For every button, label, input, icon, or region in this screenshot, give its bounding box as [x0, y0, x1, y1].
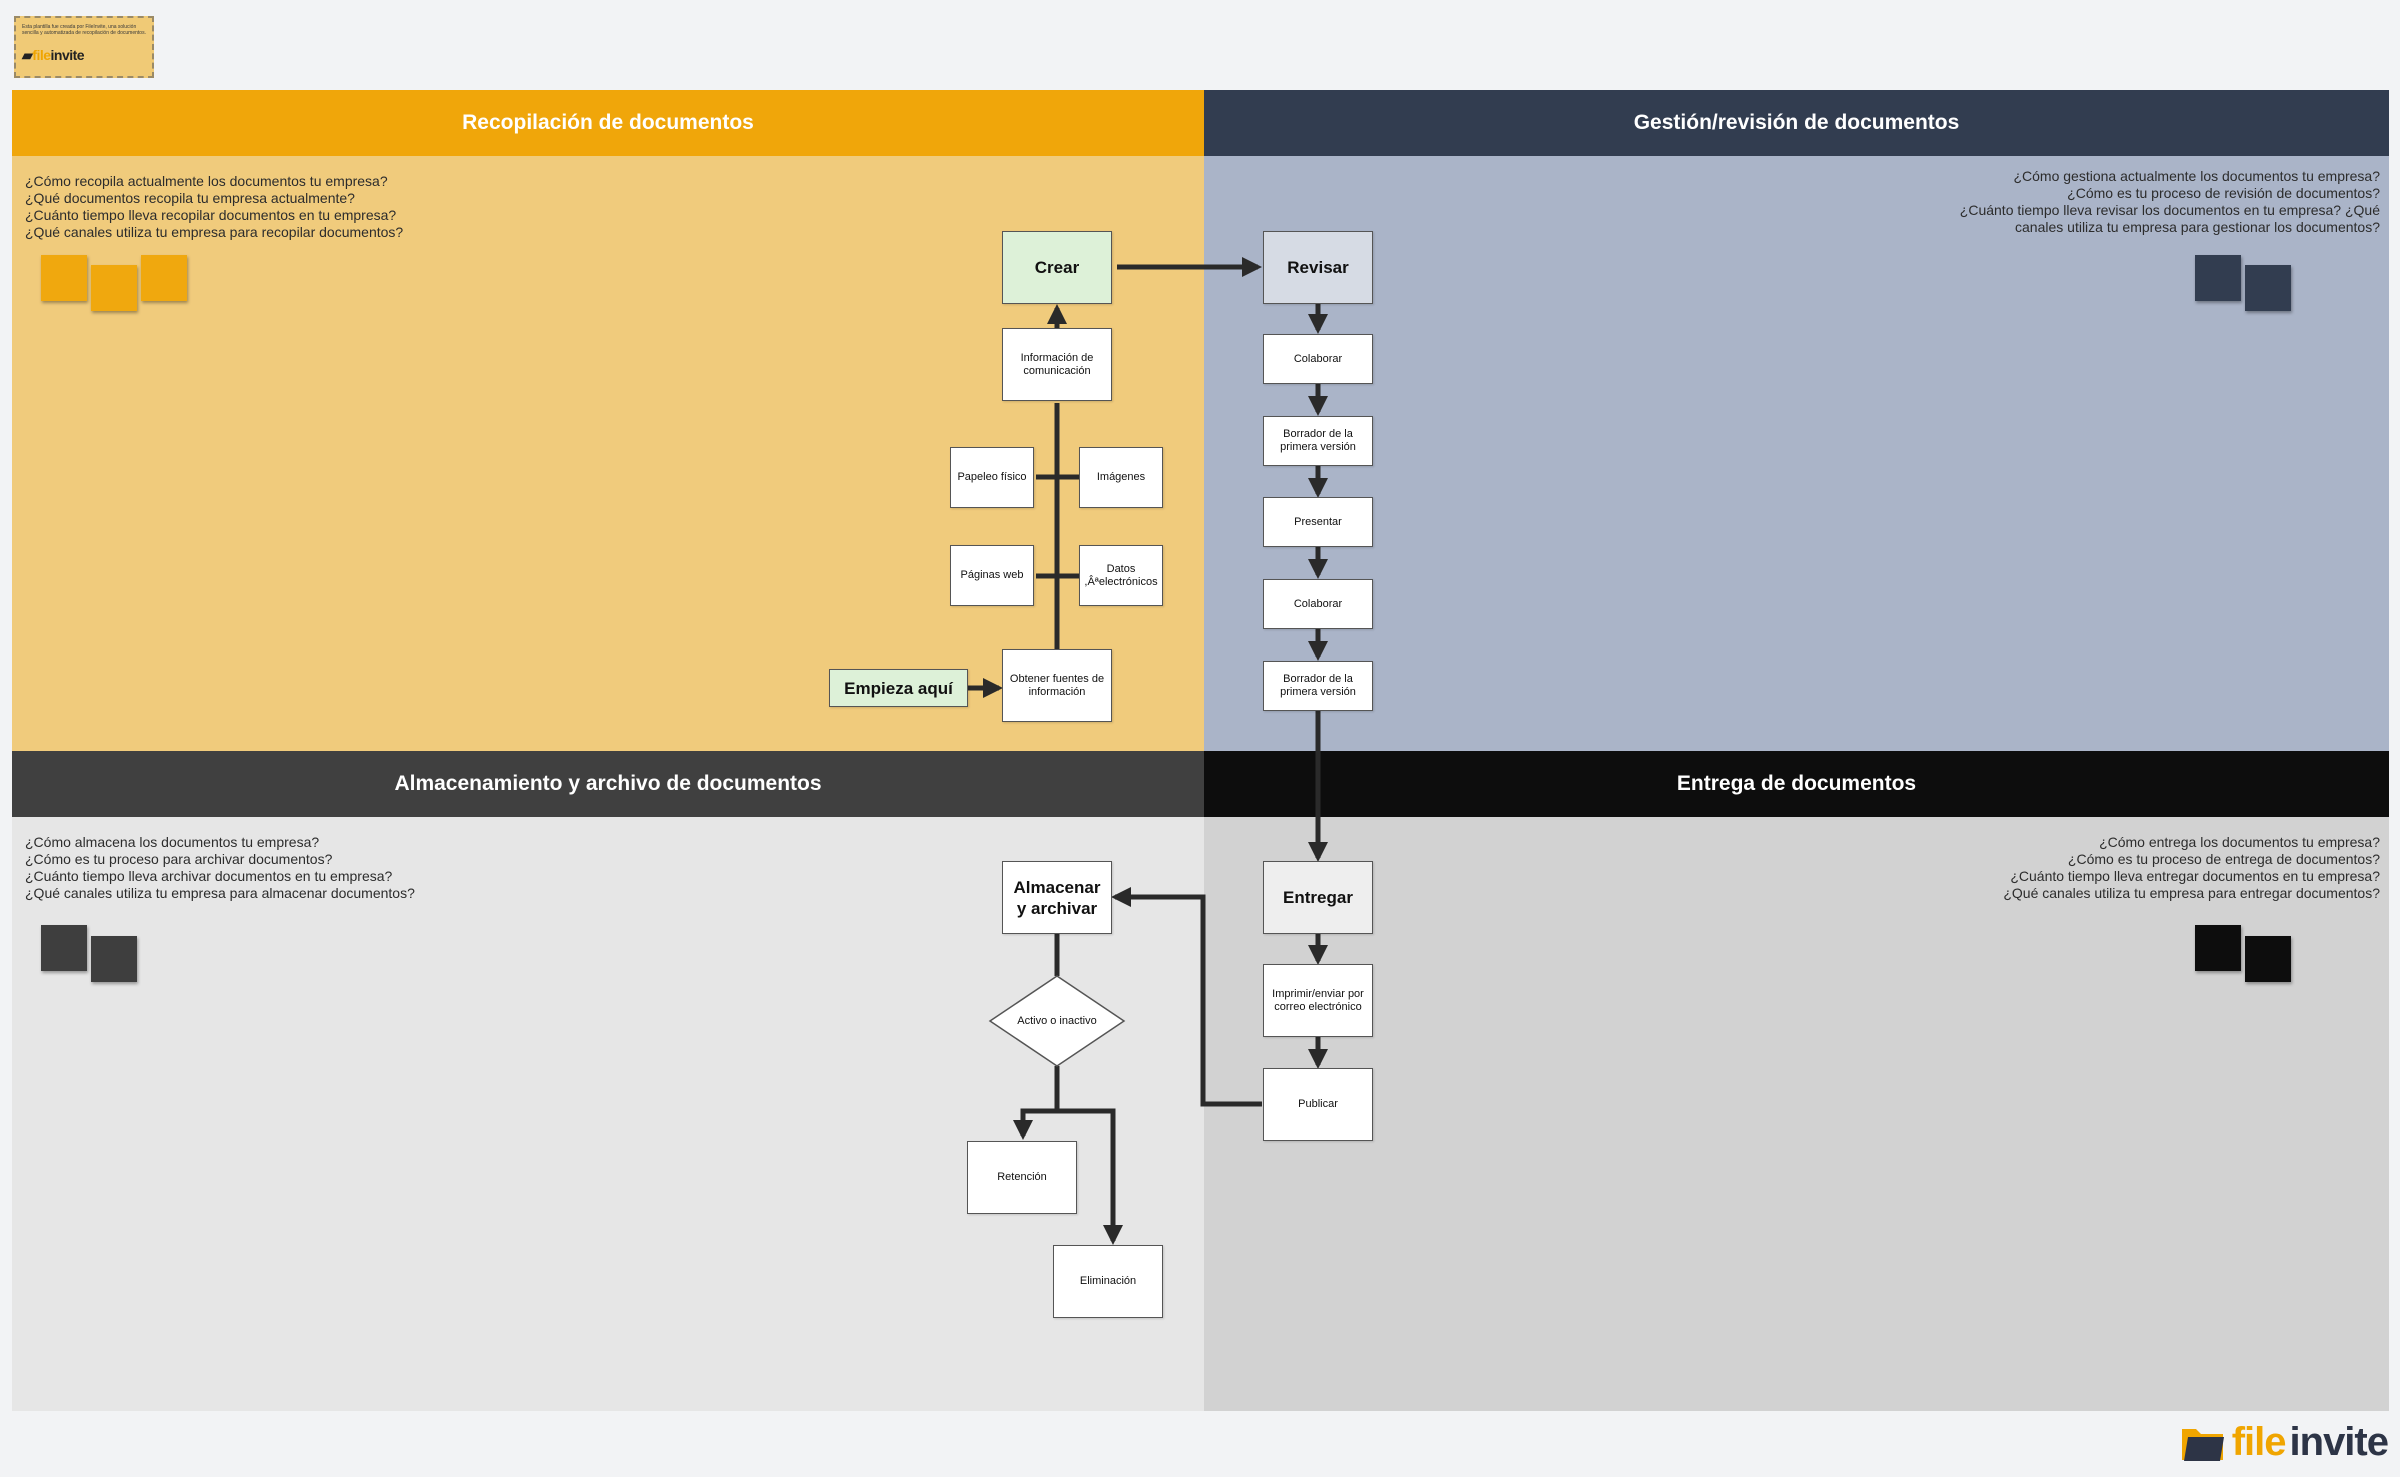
- management-body: [1204, 156, 2389, 751]
- node-webpages[interactable]: Páginas web: [950, 545, 1034, 606]
- storage-questions: ¿Cómo almacena los documentos tu empresa…: [25, 834, 415, 901]
- sticky-note[interactable]: [91, 265, 137, 311]
- node-retention[interactable]: Retención: [967, 1141, 1077, 1214]
- template-note-text: Esta plantilla fue creada por FileInvite…: [22, 24, 146, 36]
- sticky-note[interactable]: [2245, 265, 2291, 311]
- node-images[interactable]: Imágenes: [1079, 447, 1163, 508]
- node-print-email[interactable]: Imprimir/enviar por correo electrónico: [1263, 964, 1373, 1037]
- connector: [1111, 887, 1262, 1107]
- node-sources[interactable]: Obtener fuentes de información: [1002, 649, 1112, 722]
- brand-file: file: [2231, 1420, 2287, 1464]
- node-start[interactable]: Empieza aquí: [829, 669, 968, 707]
- sticky-note[interactable]: [141, 255, 187, 301]
- node-draft-2[interactable]: Borrador de la primera versión: [1263, 661, 1373, 711]
- node-deletion[interactable]: Eliminación: [1053, 1245, 1163, 1318]
- node-collab-1[interactable]: Colaborar: [1263, 334, 1373, 384]
- node-review[interactable]: Revisar: [1263, 231, 1373, 304]
- node-store[interactable]: Almacenar y archivar: [1002, 861, 1112, 934]
- management-title: Gestión/revisión de documentos: [1633, 111, 1960, 134]
- management-questions: ¿Cómo gestiona actualmente los documento…: [1959, 168, 2380, 235]
- node-collab-2[interactable]: Colaborar: [1263, 579, 1373, 629]
- node-electronic[interactable]: Datos ,Âªelectrónicos: [1079, 545, 1163, 606]
- sticky-note[interactable]: [2195, 925, 2241, 971]
- collection-title: Recopilación de documentos: [462, 111, 754, 134]
- decision-diamond: [988, 975, 1126, 1067]
- node-publish[interactable]: Publicar: [1263, 1068, 1373, 1141]
- node-info-comm[interactable]: Información de comunicación: [1002, 328, 1112, 401]
- collection-questions: ¿Cómo recopila actualmente los documento…: [25, 173, 404, 240]
- node-present[interactable]: Presentar: [1263, 497, 1373, 547]
- brand-invite: invite: [2289, 1420, 2389, 1464]
- delivery-header: Entrega de documentos: [1204, 751, 2389, 817]
- node-decision-label[interactable]: Activo o inactivo: [1017, 1015, 1097, 1027]
- template-note: Esta plantilla fue creada por FileInvite…: [14, 16, 154, 78]
- folder-icon: ▰: [22, 47, 33, 63]
- sticky-note[interactable]: [2195, 255, 2241, 301]
- storage-header: Almacenamiento y archivo de documentos: [12, 751, 1204, 817]
- collection-header: Recopilación de documentos: [12, 90, 1204, 156]
- template-note-logo: ▰fileinvite: [22, 47, 85, 63]
- node-create[interactable]: Crear: [1002, 231, 1112, 304]
- delivery-body: [1204, 817, 2389, 1411]
- connector: [1057, 1108, 1123, 1245]
- folder-icon: [2181, 1428, 2224, 1461]
- node-deliver[interactable]: Entregar: [1263, 861, 1373, 934]
- sticky-note[interactable]: [2245, 936, 2291, 982]
- delivery-title: Entrega de documentos: [1676, 772, 1917, 795]
- sticky-note[interactable]: [41, 925, 87, 971]
- sticky-note[interactable]: [41, 255, 87, 301]
- node-draft-1[interactable]: Borrador de la primera versión: [1263, 416, 1373, 466]
- connector: [1013, 1066, 1060, 1140]
- node-paper[interactable]: Papeleo físico: [950, 447, 1034, 508]
- delivery-questions: ¿Cómo entrega los documentos tu empresa?…: [2003, 834, 2380, 901]
- storage-title: Almacenamiento y archivo de documentos: [394, 772, 822, 795]
- sticky-note[interactable]: [91, 936, 137, 982]
- management-header: Gestión/revisión de documentos: [1204, 90, 2389, 156]
